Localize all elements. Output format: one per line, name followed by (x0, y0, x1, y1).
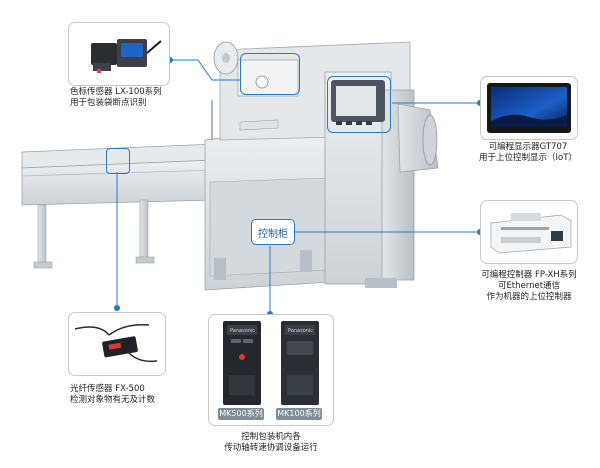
color-sensor-card (68, 22, 170, 86)
drives-desc-1: 控制包装机内各 (241, 432, 301, 442)
drives-card: Panasonic Panasonic (208, 314, 334, 426)
plc-title: 可编程控制器 FP-XH系列 (481, 270, 577, 280)
plc-card (480, 200, 578, 264)
color-sensor-photo-icon (91, 39, 162, 73)
mk500-badge: MK500系列 (218, 408, 264, 420)
drive-brand-mk100: Panasonic (288, 328, 313, 334)
drives-desc-2: 传动轴转速协调设备运行 (224, 443, 318, 453)
fiber-sensor-card (68, 312, 166, 376)
machine-body (204, 41, 439, 291)
plc-desc-2: 作为机器的上位控制器 (486, 292, 572, 302)
display-desc: 用于上位控制显示（IoT） (479, 153, 577, 163)
color-sensor-caption: 色标传感器 LX-100系列 用于包装袋断点识别 (70, 87, 180, 109)
fiber-sensor-title: 光纤传感器 FX-500 (70, 384, 145, 394)
drives-caption: 控制包装机内各 传动轴转速协调设备运行 (216, 432, 326, 454)
plc-photo-icon (490, 213, 572, 254)
display-card (480, 76, 578, 140)
mk100-badge: MK100系列 (276, 408, 322, 420)
color-sensor-desc: 用于包装袋断点识别 (70, 98, 147, 108)
control-cabinet-label: 控制柜 (251, 219, 295, 245)
display-caption: 可编程显示器GT707 用于上位控制显示（IoT） (468, 142, 588, 164)
plc-desc-1: 可Ethernet通信 (497, 281, 561, 291)
plc-caption: 可编程控制器 FP-XH系列 可Ethernet通信 作为机器的上位控制器 (474, 270, 584, 303)
fiber-callout-box (106, 148, 130, 174)
display-title: 可编程显示器GT707 (488, 142, 568, 152)
conveyor (21, 143, 216, 269)
servo-drive-photo-icon: Panasonic Panasonic (223, 321, 319, 405)
drive-brand-mk500: Panasonic (230, 328, 255, 334)
connector-lines (116, 59, 480, 314)
fiber-sensor-photo-icon (74, 323, 158, 363)
fiber-sensor-caption: 光纤传感器 FX-500 检测对象物有无及计数 (70, 384, 180, 406)
fiber-sensor-desc: 检测对象物有无及计数 (70, 395, 156, 405)
touch-display-photo-icon (487, 83, 571, 133)
display-callout-box (327, 76, 391, 133)
color-sensor-title: 色标传感器 LX-100系列 (70, 87, 162, 97)
sensor-callout-box (240, 53, 300, 95)
